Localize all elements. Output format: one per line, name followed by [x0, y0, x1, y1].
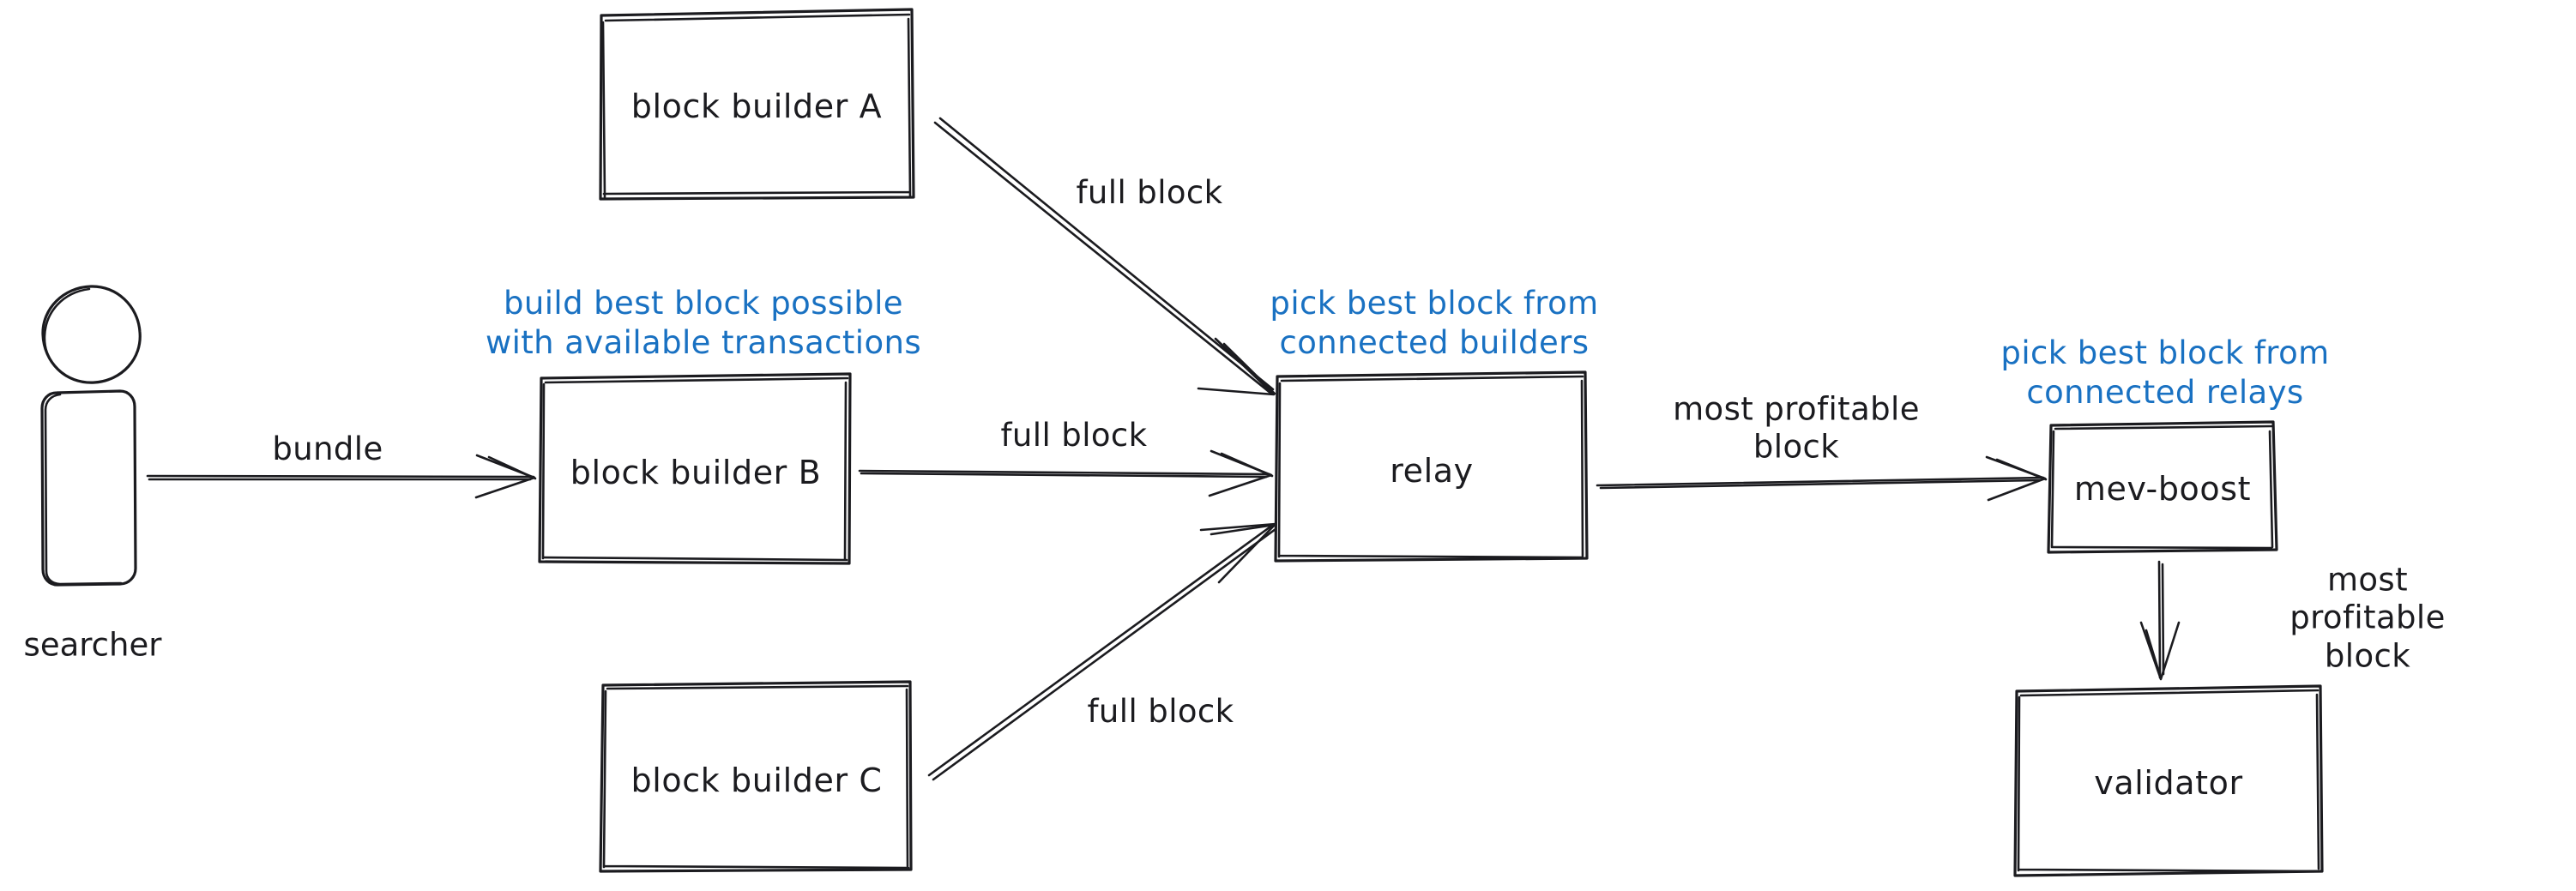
relay-arrow-head-overstroke	[1995, 458, 2048, 481]
validator-box-overstroke	[2017, 689, 2320, 873]
builder-c-box-outline	[599, 680, 913, 873]
mev-boost-arrow-shaft	[2157, 560, 2162, 679]
edge-builder-a-to-relay[interactable]	[931, 111, 1278, 403]
builder-b-arrow-head-overstroke	[1220, 452, 1274, 478]
builder-c-arrow-head-overstroke	[1210, 523, 1276, 536]
builder-a-box-outline	[599, 8, 915, 201]
mev-boost-hitbox[interactable]	[2046, 418, 2279, 557]
relay-box-outline	[1274, 370, 1589, 563]
node-block-builder-a[interactable]	[599, 7, 918, 204]
builder-b-box-overstroke	[541, 376, 849, 562]
mev-boost-edge-hitbox[interactable]	[2136, 557, 2187, 686]
searcher-body-icon-overstroke	[44, 393, 123, 586]
validator-hitbox[interactable]	[2012, 682, 2327, 881]
node-validator[interactable]	[2012, 682, 2327, 881]
relay-box-overstroke	[1277, 375, 1584, 559]
bundle-edge-hitbox[interactable]	[146, 455, 540, 503]
node-searcher[interactable]	[26, 274, 154, 600]
node-relay[interactable]	[1273, 369, 1592, 566]
searcher-head-icon	[41, 285, 142, 384]
builder-b-arrow-shaft-overstroke	[860, 472, 1268, 479]
relay-hitbox[interactable]	[1273, 369, 1592, 566]
validator-box-outline	[2013, 684, 2324, 877]
builder-a-box-overstroke	[601, 13, 912, 199]
builder-c-arrow-shaft	[927, 523, 1275, 777]
relay-edge-hitbox[interactable]	[1596, 455, 2050, 504]
builder-a-arrow-head	[1197, 337, 1276, 396]
builder-a-arrow-head-overstroke	[1222, 342, 1276, 395]
builder-a-arrow-shaft	[933, 121, 1273, 395]
edge-relay-to-mev-boost[interactable]	[1596, 455, 2050, 504]
edge-builder-c-to-relay[interactable]	[926, 519, 1278, 785]
node-block-builder-c[interactable]	[599, 679, 916, 876]
builder-a-hitbox[interactable]	[599, 7, 918, 204]
mev-boost-box-overstroke	[2050, 424, 2274, 550]
node-mev-boost[interactable]	[2046, 418, 2279, 557]
searcher-head-icon-overstroke	[43, 287, 91, 383]
bundle-arrow-head-overstroke	[487, 455, 537, 480]
edge-builder-b-to-relay[interactable]	[858, 449, 1278, 500]
builder-c-arrow-head	[1199, 522, 1277, 584]
builder-b-box-outline	[538, 372, 852, 565]
node-block-builder-b[interactable]	[537, 370, 854, 568]
relay-arrow-shaft	[1596, 476, 2045, 487]
builder-b-hitbox[interactable]	[537, 370, 854, 568]
bundle-arrow-shaft	[146, 474, 535, 479]
builder-a-arrow-shaft-overstroke	[938, 117, 1275, 391]
builder-c-arrow-shaft-overstroke	[932, 527, 1277, 781]
builder-c-box-overstroke	[602, 684, 910, 870]
builder-b-edge-hitbox[interactable]	[858, 450, 1278, 500]
mev-boost-box-outline	[2047, 420, 2278, 554]
edge-mev-boost-to-validator[interactable]	[2136, 557, 2187, 686]
relay-arrow-shaft-overstroke	[1599, 479, 2042, 490]
searcher-hitbox[interactable]	[26, 274, 154, 600]
mev-boost-arrow-head-overstroke	[2145, 629, 2163, 680]
builder-c-hitbox[interactable]	[599, 679, 916, 876]
builder-b-arrow-shaft	[858, 469, 1271, 476]
builder-a-edge-hitbox	[931, 111, 1278, 403]
builder-c-edge-hitbox	[926, 519, 1278, 785]
edge-searcher-to-builder-b[interactable]	[146, 454, 540, 503]
